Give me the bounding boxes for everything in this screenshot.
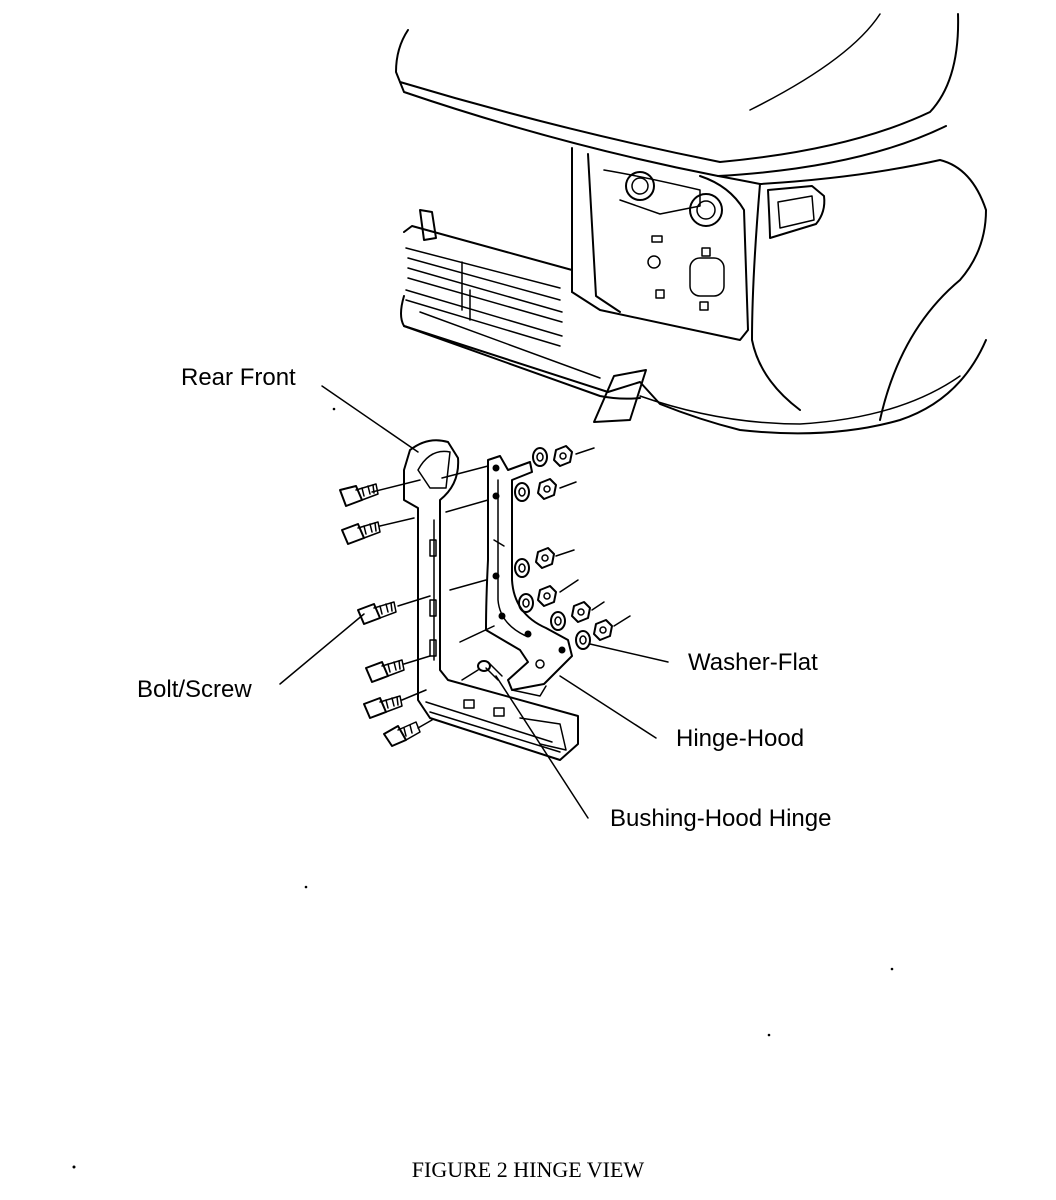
label-bushing-hood-hinge: Bushing-Hood Hinge (610, 805, 832, 832)
hinge-mounting-bracket (403, 439, 579, 761)
assembly-lines (371, 447, 631, 729)
label-hinge-hood: Hinge-Hood (676, 725, 805, 752)
washer-nut-6 (575, 619, 613, 650)
bolt-2 (341, 521, 381, 545)
label-bolt-screw: Bolt/Screw (137, 676, 252, 703)
bolt-3 (357, 601, 397, 625)
hinge-part (485, 455, 573, 697)
leader-line-washer-flat (589, 643, 669, 663)
figure-caption: FIGURE 2 HINGE VIEW (411, 1157, 645, 1182)
washer-nut-1 (532, 445, 573, 467)
leader-line-hinge-hood (559, 675, 657, 739)
bolt-1 (339, 483, 379, 507)
washers-and-nuts (514, 445, 613, 650)
leader-line-rear-front (321, 385, 419, 453)
bolt-5 (363, 695, 403, 719)
scan-specks (72, 407, 894, 1169)
washer-nut-5 (550, 601, 591, 631)
washer-nut-4 (518, 585, 557, 613)
bolt-4 (365, 659, 405, 683)
washer-nut-2 (514, 478, 557, 502)
label-washer-flat: Washer-Flat (688, 649, 818, 676)
washer-nut-3 (514, 547, 555, 578)
leader-line-bushing (495, 675, 589, 819)
leader-line-bolt-screw (279, 613, 365, 685)
bushing (477, 660, 503, 681)
bolts (339, 483, 421, 747)
vehicle-front-body (395, 13, 987, 435)
bolt-6 (383, 721, 421, 747)
leader-lines (279, 385, 669, 819)
label-rear-front: Rear Front (181, 364, 296, 391)
